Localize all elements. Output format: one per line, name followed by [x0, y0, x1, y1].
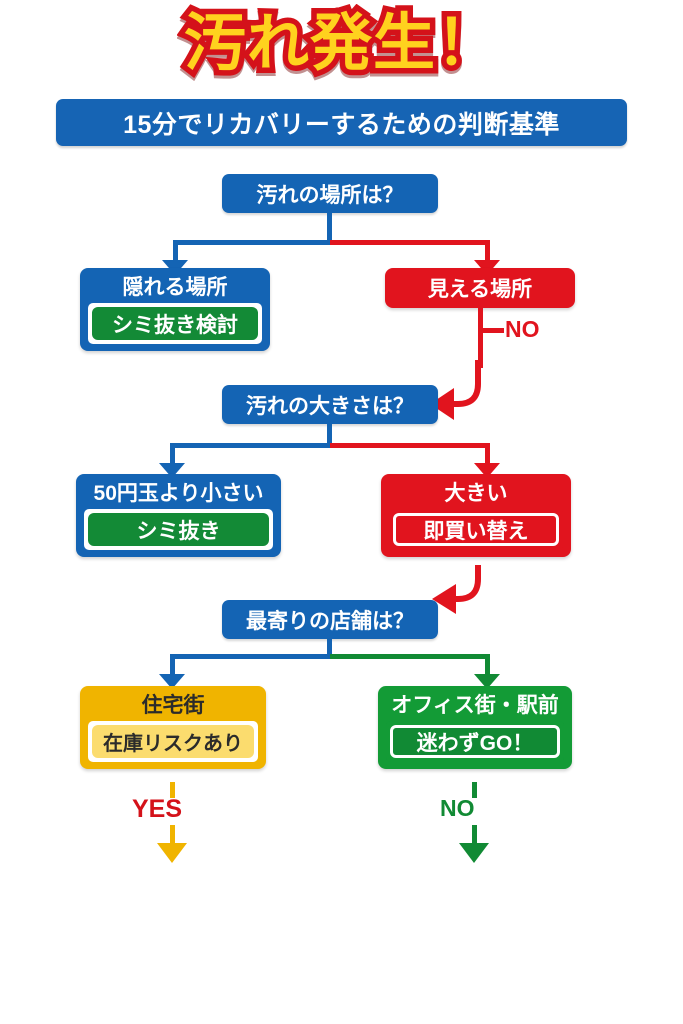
card-small-stain-head: 50円玉より小さい	[93, 481, 264, 505]
curved-arrow-to-size-question	[430, 360, 481, 420]
card-hidden-location[interactable]: 隠れる場所 シミ抜き検討	[80, 268, 270, 351]
card-hidden-location-action: シミ抜き検討	[92, 307, 258, 340]
connector-no1-tick	[478, 328, 504, 333]
card-visible-location[interactable]: 見える場所	[385, 268, 575, 308]
connector-q1-left-v	[173, 240, 178, 262]
card-large-stain-head: 大きい	[444, 481, 508, 505]
edge-label-no-1: NO	[505, 316, 540, 342]
card-office-area-inner-wrap: 迷わずGO！	[386, 721, 564, 762]
card-small-stain-inner-wrap: シミ抜き	[84, 509, 273, 550]
subtitle-banner: 15分でリカバリーするための判断基準	[56, 99, 627, 146]
subtitle-text: 15分でリカバリーするための判断基準	[123, 110, 560, 139]
card-large-stain-inner-wrap: 即買い替え	[389, 509, 563, 550]
connector-q2-left-v	[170, 443, 175, 465]
arrowhead-q3-right	[474, 674, 500, 689]
connector-no-bottom-tail	[472, 825, 477, 845]
card-residential-area[interactable]: 住宅街 在庫リスクあり	[80, 686, 266, 769]
edge-label-no-bottom: NO	[440, 795, 475, 821]
connector-q2-left-h	[170, 443, 330, 448]
card-small-stain-action: シミ抜き	[88, 513, 269, 546]
card-visible-location-head: 見える場所	[427, 278, 533, 301]
connector-q3-stem	[327, 639, 332, 659]
decision-node-size[interactable]: 汚れの大きさは？	[222, 385, 438, 424]
decision-node-store-label: 最寄りの店舗は？	[246, 609, 414, 633]
card-large-stain-action: 即買い替え	[393, 513, 559, 546]
page-title: 汚れ発生！	[178, 3, 503, 83]
card-residential-area-note: 在庫リスクあり	[92, 725, 254, 758]
connector-q1-right-v	[485, 240, 490, 262]
card-office-area[interactable]: オフィス街・駅前 迷わずGO！	[378, 686, 572, 769]
decision-node-location-label: 汚れの場所は？	[256, 183, 404, 207]
curved-arrow-to-store-question	[432, 565, 481, 614]
card-residential-area-head: 住宅街	[141, 693, 205, 717]
connector-q2-stem	[327, 424, 332, 448]
card-small-stain[interactable]: 50円玉より小さい シミ抜き	[76, 474, 281, 557]
connector-yes-tail	[170, 825, 175, 845]
connector-q3-left-v	[170, 654, 175, 676]
connector-q1-left-h	[173, 240, 330, 245]
poster-title-block: 汚れ発生！	[0, 3, 683, 83]
connector-q3-left-h	[170, 654, 330, 659]
connector-q2-right-h	[330, 443, 490, 448]
connector-q2-right-v	[485, 443, 490, 465]
card-large-stain[interactable]: 大きい 即買い替え	[381, 474, 571, 557]
card-office-area-head: オフィス街・駅前	[391, 693, 559, 717]
card-residential-area-inner-wrap: 在庫リスクあり	[88, 721, 258, 762]
card-hidden-location-head: 隠れる場所	[122, 275, 228, 299]
connector-no-bottom-stem	[472, 782, 477, 798]
connector-q1-stem	[327, 213, 332, 245]
arrowhead-yes	[157, 843, 187, 863]
arrowhead-no-bottom	[459, 843, 489, 863]
card-hidden-location-inner-wrap: シミ抜き検討	[88, 303, 262, 344]
decision-node-location[interactable]: 汚れの場所は？	[222, 174, 438, 213]
card-office-area-action: 迷わずGO！	[390, 725, 560, 758]
arrowhead-q3-left	[159, 674, 185, 689]
connector-q3-right-v	[485, 654, 490, 676]
connector-q3-right-h	[330, 654, 490, 659]
edge-label-yes: YES	[132, 795, 183, 823]
connector-yes-stem	[170, 782, 175, 798]
connector-no1-vertical	[478, 308, 483, 368]
decision-node-size-label: 汚れの大きさは？	[246, 394, 414, 418]
decision-node-store[interactable]: 最寄りの店舗は？	[222, 600, 438, 639]
connector-q1-right-h	[330, 240, 490, 245]
